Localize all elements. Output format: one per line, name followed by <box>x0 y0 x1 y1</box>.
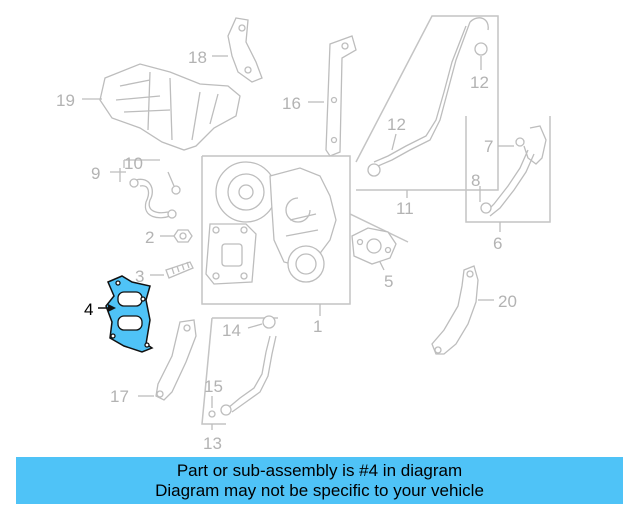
callout-13: 13 <box>203 434 222 453</box>
callout-9: 9 <box>91 164 100 183</box>
callout-18: 18 <box>188 48 207 67</box>
callout-2: 2 <box>145 228 154 247</box>
part-2-nut <box>160 229 193 243</box>
callout-8: 8 <box>471 171 480 190</box>
part-18-bracket <box>212 17 263 83</box>
part-11-oil-line-box <box>355 15 499 198</box>
part-13-pipe-box <box>201 315 278 430</box>
part-5-actuator <box>351 227 397 271</box>
callout-10: 10 <box>124 154 143 173</box>
callout-5: 5 <box>384 272 393 291</box>
part-3-stud <box>150 261 194 279</box>
part-4-gasket-highlighted <box>98 275 154 353</box>
part-6-coolant-line-box <box>465 116 551 232</box>
callout-4: 4 <box>84 300 93 319</box>
banner-line-1: Part or sub-assembly is #4 in diagram <box>176 460 463 480</box>
callout-19: 19 <box>56 91 75 110</box>
callout-20: 20 <box>498 292 517 311</box>
callout-12-mid: 12 <box>387 115 406 134</box>
callout-6: 6 <box>493 234 502 253</box>
info-banner: Part or sub-assembly is #4 in diagram Di… <box>16 457 623 504</box>
part-20-bracket <box>431 265 494 355</box>
part-19-heat-shield <box>82 63 241 151</box>
part-9-10-hose <box>110 159 181 219</box>
callout-7: 7 <box>484 137 493 156</box>
part-16-gasket <box>308 35 357 157</box>
callout-3: 3 <box>135 267 144 286</box>
callout-14: 14 <box>222 321 241 340</box>
part-1-turbocharger-box <box>201 155 409 316</box>
parts-diagram: 19 18 16 12 12 11 7 8 <box>56 15 551 453</box>
part-17-bracket <box>138 319 197 401</box>
callout-11: 11 <box>396 199 414 218</box>
callout-15: 15 <box>204 377 223 396</box>
callout-17: 17 <box>110 387 129 406</box>
callout-16: 16 <box>282 94 301 113</box>
callout-1: 1 <box>313 317 322 336</box>
banner-line-2: Diagram may not be specific to your vehi… <box>155 480 484 500</box>
callout-12-top: 12 <box>470 73 489 92</box>
